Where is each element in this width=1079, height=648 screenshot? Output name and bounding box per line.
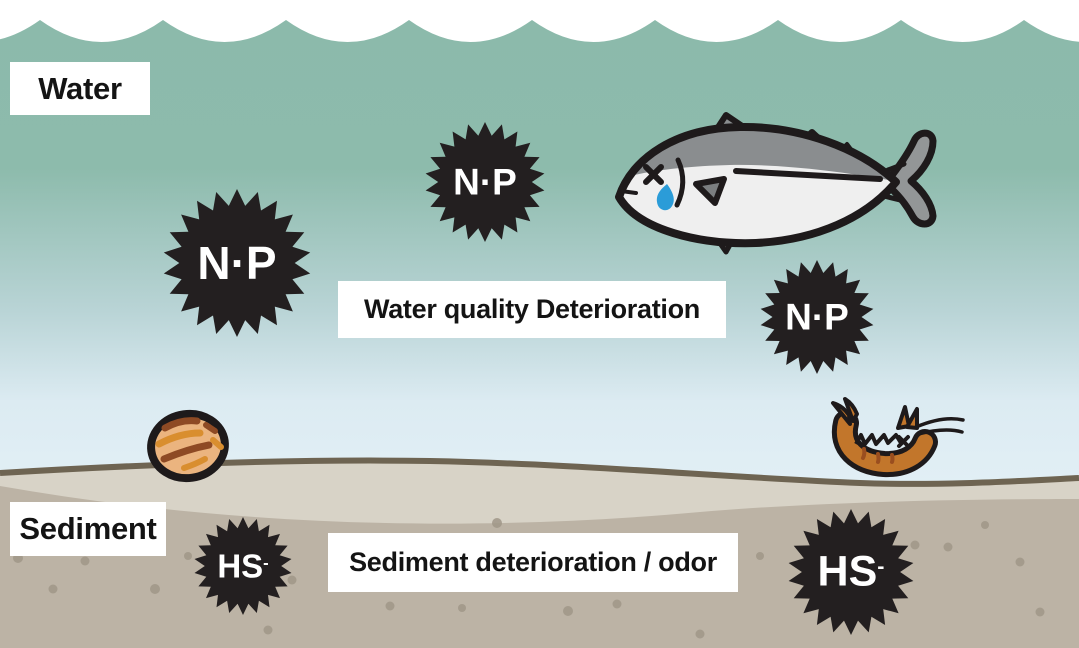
dead-shrimp-icon <box>831 397 965 478</box>
np-label-middle: N·P <box>453 161 517 203</box>
np-starburst-right <box>760 260 874 374</box>
hs-label-left: HS- <box>217 547 269 585</box>
sediment-top-band <box>0 460 1079 524</box>
fish-x-eye-icon <box>643 164 664 185</box>
hs-starburst-right <box>788 509 914 635</box>
wave-surface <box>0 0 1079 42</box>
sediment-dots <box>13 518 1045 639</box>
tear-drop-icon <box>656 184 674 211</box>
shrimp-x-eye-icon <box>897 435 910 448</box>
water-layer-label: Water <box>10 62 150 115</box>
hs-label-right: HS- <box>817 547 885 596</box>
np-label-left: N·P <box>197 237 277 289</box>
fish-back <box>630 127 894 181</box>
sediment-odor-caption: Sediment deterioration / odor <box>328 533 738 592</box>
water-quality-caption: Water quality Deterioration <box>338 281 726 338</box>
np-label-right: N·P <box>785 296 849 338</box>
sediment-layer-label: Sediment <box>10 502 166 556</box>
clam-shell-icon <box>147 409 229 483</box>
np-starburst-left <box>163 189 311 337</box>
dead-fish-icon <box>615 112 937 255</box>
np-starburst-middle <box>425 122 545 242</box>
wave-foam-shape <box>0 0 1079 42</box>
hs-starburst-left <box>194 517 292 615</box>
